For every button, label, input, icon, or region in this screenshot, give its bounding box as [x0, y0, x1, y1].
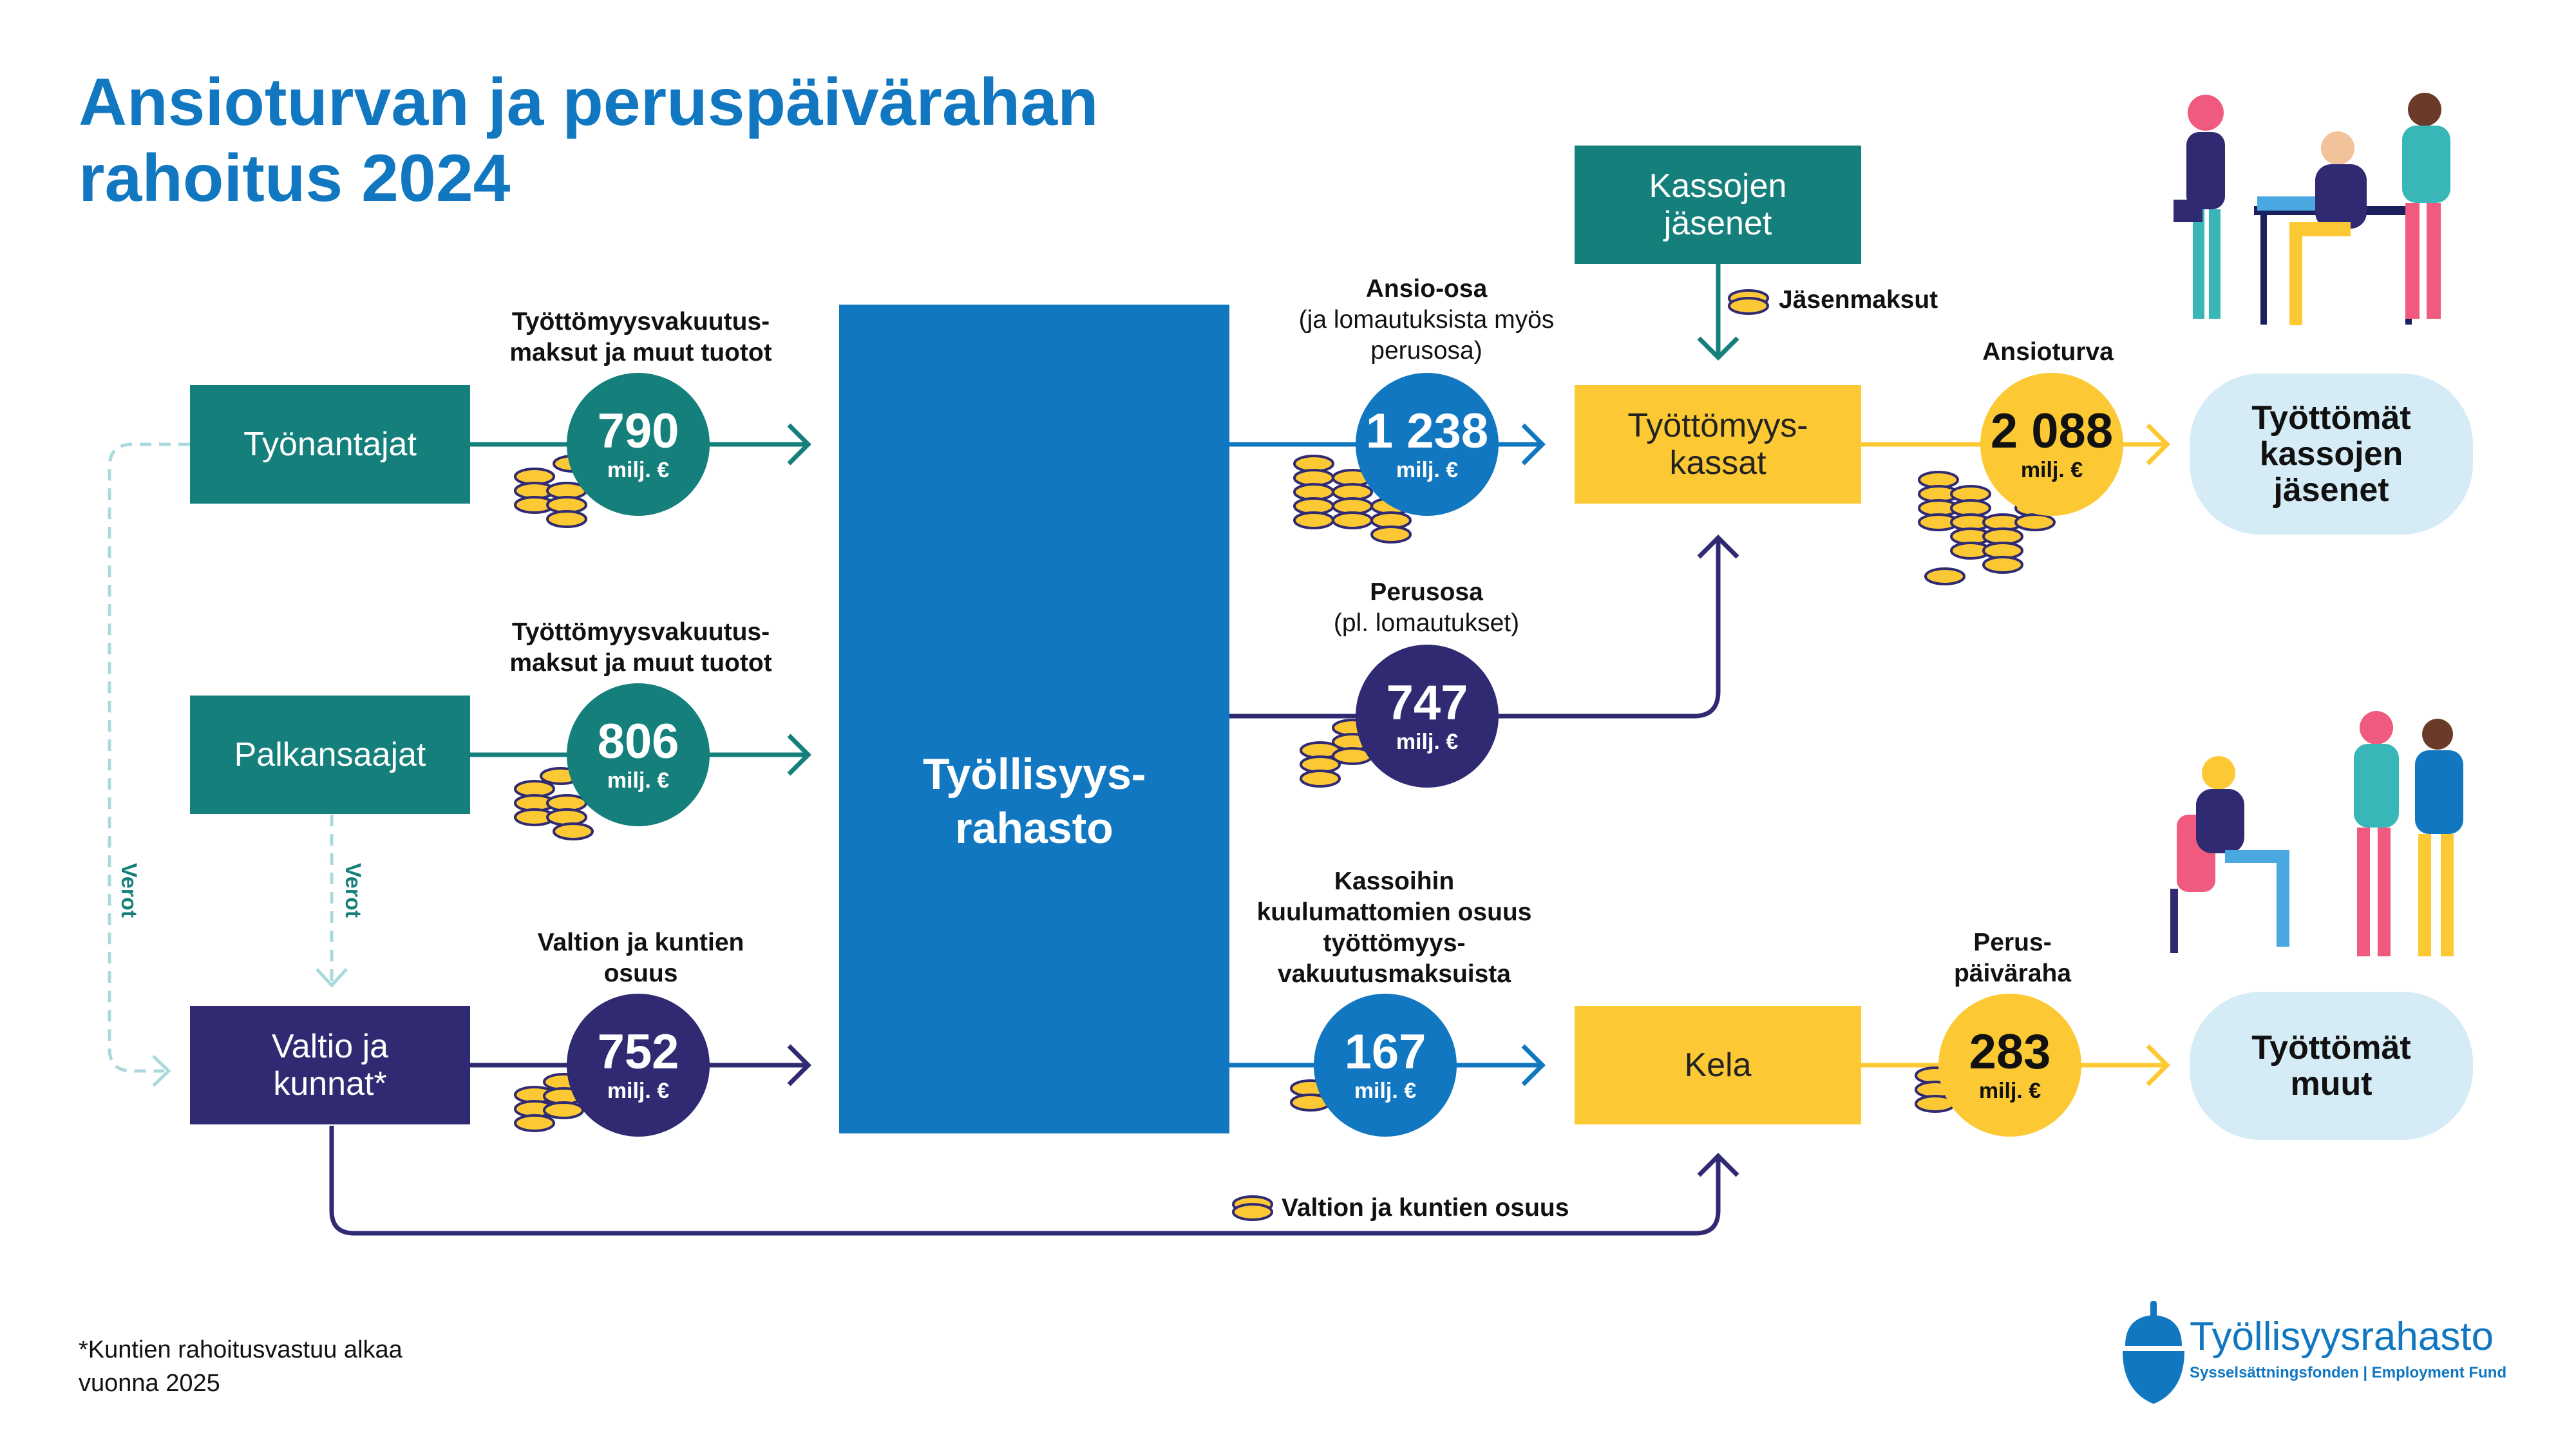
ansio-caption: Ansio-osa (ja lomautuksista myös perusos… [1294, 274, 1558, 366]
peruspaivaraha-arrowhead [2146, 1044, 2170, 1086]
ansioturva-amount: 2 088 [1990, 404, 2114, 459]
employers-box: Työnantajat [190, 385, 470, 504]
ansio-arrowhead [1521, 423, 1546, 466]
perus-caption-head: Perusosa [1370, 578, 1483, 606]
employees-arrowhead [787, 734, 811, 776]
employment-fund-label: Työllisyys-rahasto [923, 750, 1146, 853]
employers-amount-circle: 790 milj. € [567, 373, 710, 516]
employers-caption: Työttömyysvakuutus-maksut ja muut tuotot [509, 308, 772, 366]
ansio-amount-circle: 1 238 milj. € [1356, 373, 1499, 516]
kela-box: Kela [1575, 1006, 1861, 1124]
peruspaivaraha-unit: milj. € [1978, 1079, 2041, 1103]
state-share-label: Valtion ja kuntien osuus [1282, 1194, 1569, 1222]
ansioturva-unit: milj. € [2020, 458, 2083, 482]
taxes-label-1: Verot [117, 863, 141, 918]
kela-in-caption: Kassoihin kuulumattomien osuus työttömyy… [1256, 867, 1532, 988]
employers-amount: 790 [597, 404, 679, 459]
ansioturva-arrowhead [2146, 423, 2170, 466]
member-fees-arrowhead [1697, 336, 1739, 361]
state-caption: Valtion ja kuntien osuus [537, 929, 744, 987]
ansio-caption-sub: (ja lomautuksista myös perusosa) [1298, 306, 1555, 365]
peruspaivaraha-caption: Perus-päiväraha [1953, 929, 2072, 987]
employees-caption: Työttömyysvakuutus-maksut ja muut tuotot [509, 618, 772, 677]
peruspaivaraha-amount: 283 [1969, 1025, 2051, 1079]
state-arrowhead [787, 1044, 811, 1086]
logo-acorn-icon [2123, 1301, 2184, 1404]
perus-amount: 747 [1386, 676, 1468, 730]
employees-box: Palkansaajat [190, 696, 470, 814]
coin-stacks [514, 289, 2056, 1221]
perus-unit: milj. € [1396, 730, 1459, 754]
kela-in-amount-circle: 167 milj. € [1314, 994, 1457, 1137]
taxes-dashed-line-1 [108, 442, 190, 1073]
recipients-members-pill: Työttömät kassojen jäsenet [2190, 374, 2473, 535]
peruspaivaraha-amount-circle: 283 milj. € [1938, 994, 2081, 1137]
perus-arrowhead [1697, 535, 1739, 559]
state-box: Valtio ja kunnat* [190, 1006, 470, 1124]
ansioturva-caption: Ansioturva [1982, 338, 2114, 366]
unemployment-funds-box: Työttömyys-kassat [1575, 385, 1861, 504]
kela-in-amount: 167 [1344, 1025, 1426, 1079]
taxes-arrowhead-1 [152, 1055, 171, 1087]
perus-flow-line [1229, 541, 1721, 719]
recipients-others-pill: Työttömät muut [2190, 992, 2473, 1140]
member-fees-label: Jäsenmaksut [1779, 286, 1938, 314]
members-box: Kassojen jäsenet [1575, 146, 1861, 264]
taxes-label-2: Verot [341, 863, 365, 918]
ansio-caption-head: Ansio-osa [1365, 275, 1488, 303]
ansio-amount: 1 238 [1365, 404, 1489, 459]
perus-caption: Perusosa (pl. lomautukset) [1294, 577, 1558, 639]
logo-name: Työllisyysrahasto [2190, 1314, 2494, 1359]
employees-amount: 806 [597, 714, 679, 769]
perus-caption-sub: (pl. lomautukset) [1333, 609, 1520, 637]
employers-unit: milj. € [607, 458, 670, 482]
logo-subtitle: Sysselsättningsfonden | Employment Fund [2190, 1364, 2507, 1381]
taxes-arrowhead-2 [316, 968, 348, 988]
kela-in-arrowhead [1521, 1044, 1546, 1086]
employees-unit: milj. € [607, 768, 670, 793]
state-amount-circle: 752 milj. € [567, 994, 710, 1137]
state-share-arrowhead [1697, 1153, 1739, 1177]
perus-amount-circle: 747 milj. € [1356, 645, 1499, 788]
state-unit: milj. € [607, 1079, 670, 1103]
ansio-unit: milj. € [1396, 458, 1459, 482]
page-title: Ansioturvan ja peruspäivärahan rahoitus … [79, 65, 1099, 216]
ansioturva-amount-circle: 2 088 milj. € [1980, 373, 2123, 516]
state-share-line [329, 1126, 1721, 1236]
footnote: *Kuntien rahoitusvastuu alkaa vuonna 202… [79, 1336, 402, 1397]
employment-fund-box [839, 305, 1229, 1133]
state-amount: 752 [597, 1025, 679, 1079]
employers-arrowhead [787, 423, 811, 466]
employees-amount-circle: 806 milj. € [567, 683, 710, 826]
people-illustration-top [2174, 93, 2450, 325]
kela-in-unit: milj. € [1354, 1079, 1417, 1103]
people-illustration-bottom [2170, 711, 2463, 956]
